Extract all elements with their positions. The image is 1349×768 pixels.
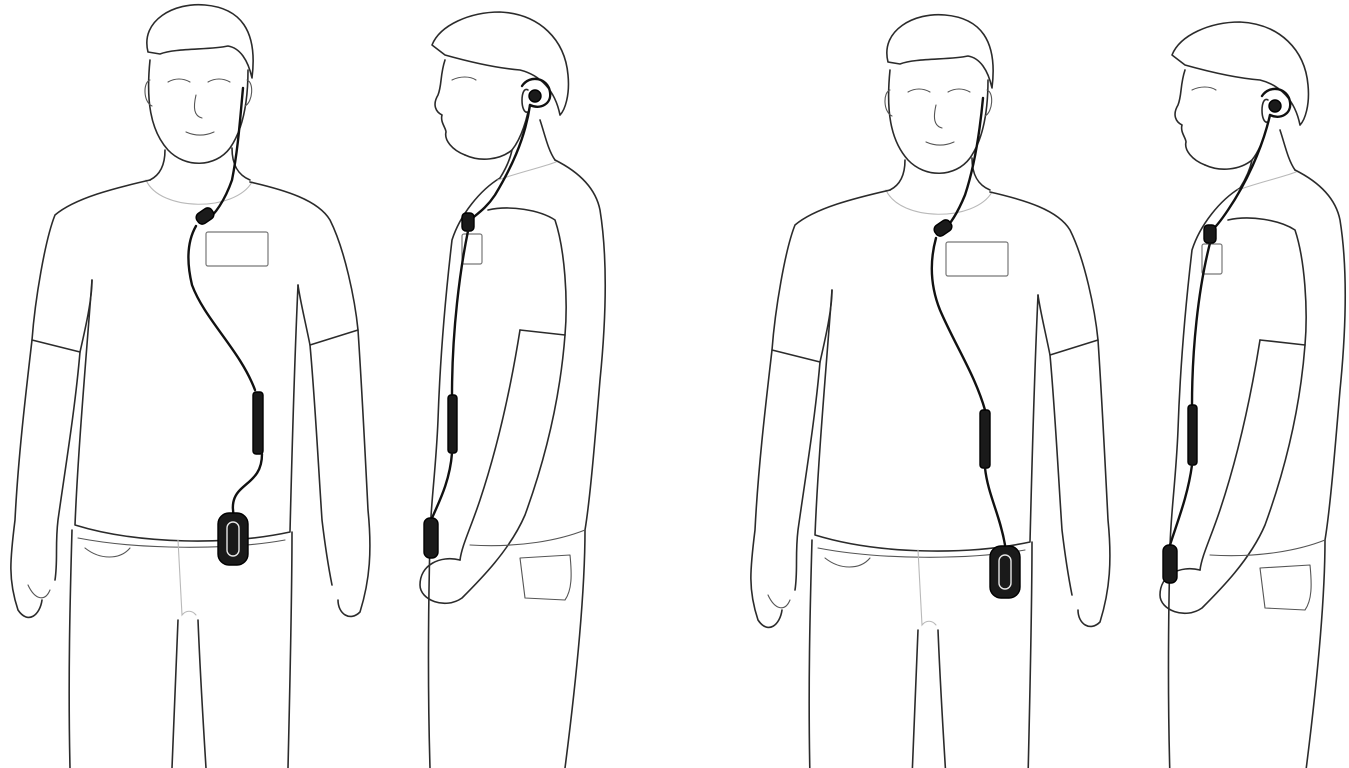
earpiece-cable-front-2	[932, 98, 1005, 545]
figure-front-2	[751, 15, 1110, 768]
figure-front-1	[11, 5, 370, 768]
body-worn-device-side-1	[424, 518, 438, 558]
figure-side-2	[1160, 22, 1345, 768]
earpiece-cable-side-2	[1170, 115, 1270, 545]
body-worn-device-side-2	[1163, 545, 1177, 583]
figure-side-1	[420, 12, 605, 768]
body-worn-device-front-2	[990, 546, 1020, 598]
body-worn-device-front-1	[218, 513, 248, 565]
earpiece-cable-side-1	[432, 105, 530, 518]
